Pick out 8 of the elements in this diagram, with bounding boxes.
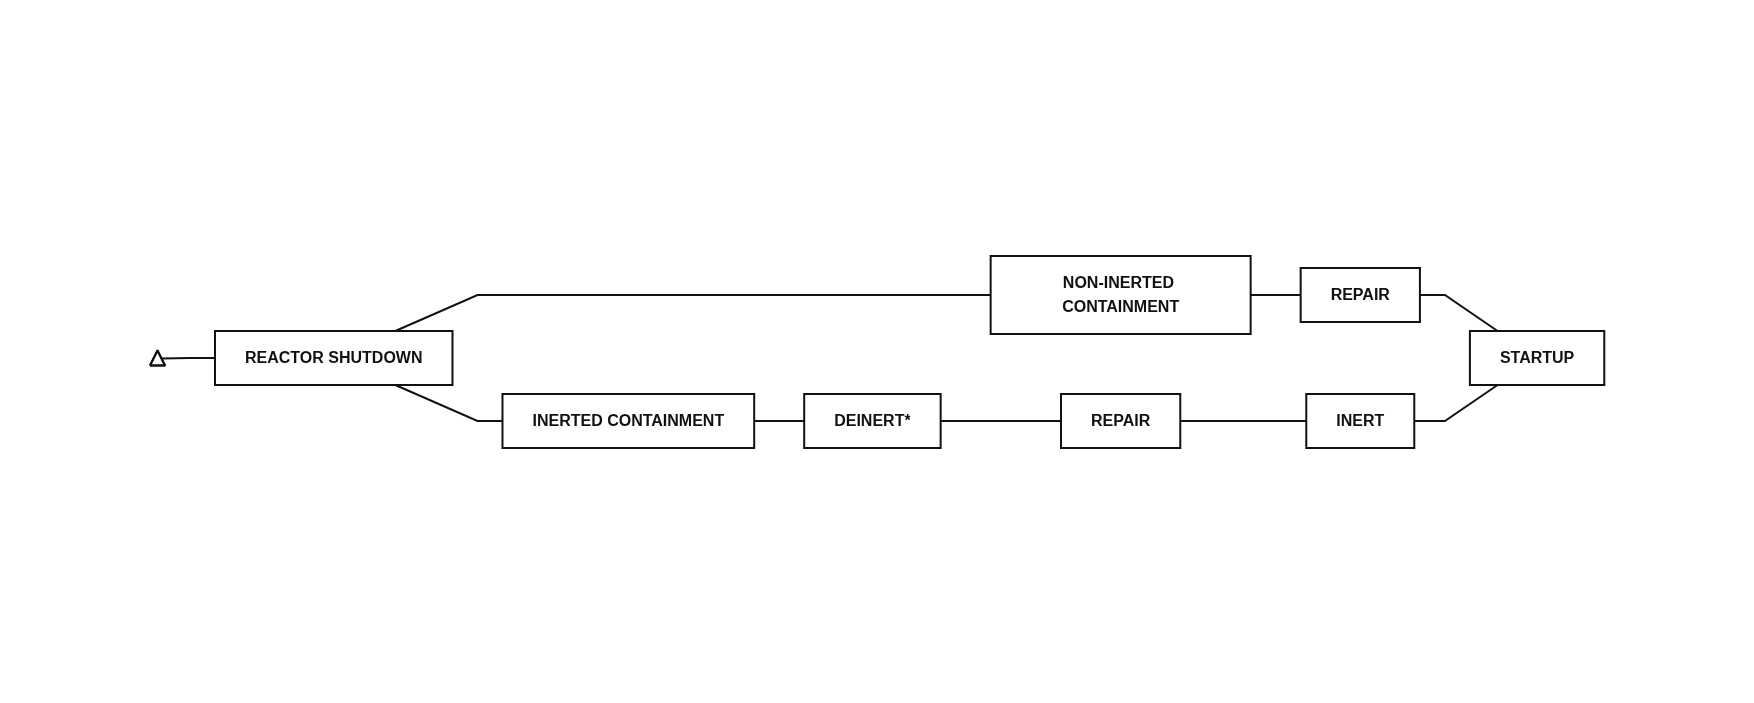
node-box: REPAIR <box>1059 392 1182 449</box>
node-box: REACTOR SHUTDOWN <box>213 329 454 386</box>
node-box: INERTED CONTAINMENT <box>501 392 756 449</box>
node-box: STARTUP <box>1468 329 1606 386</box>
node-box: DEINERT* <box>803 392 942 449</box>
node-box: NON-INERTED CONTAINMENT <box>989 254 1252 335</box>
node-box: INERT <box>1305 392 1416 449</box>
node-box: REPAIR <box>1299 266 1421 323</box>
